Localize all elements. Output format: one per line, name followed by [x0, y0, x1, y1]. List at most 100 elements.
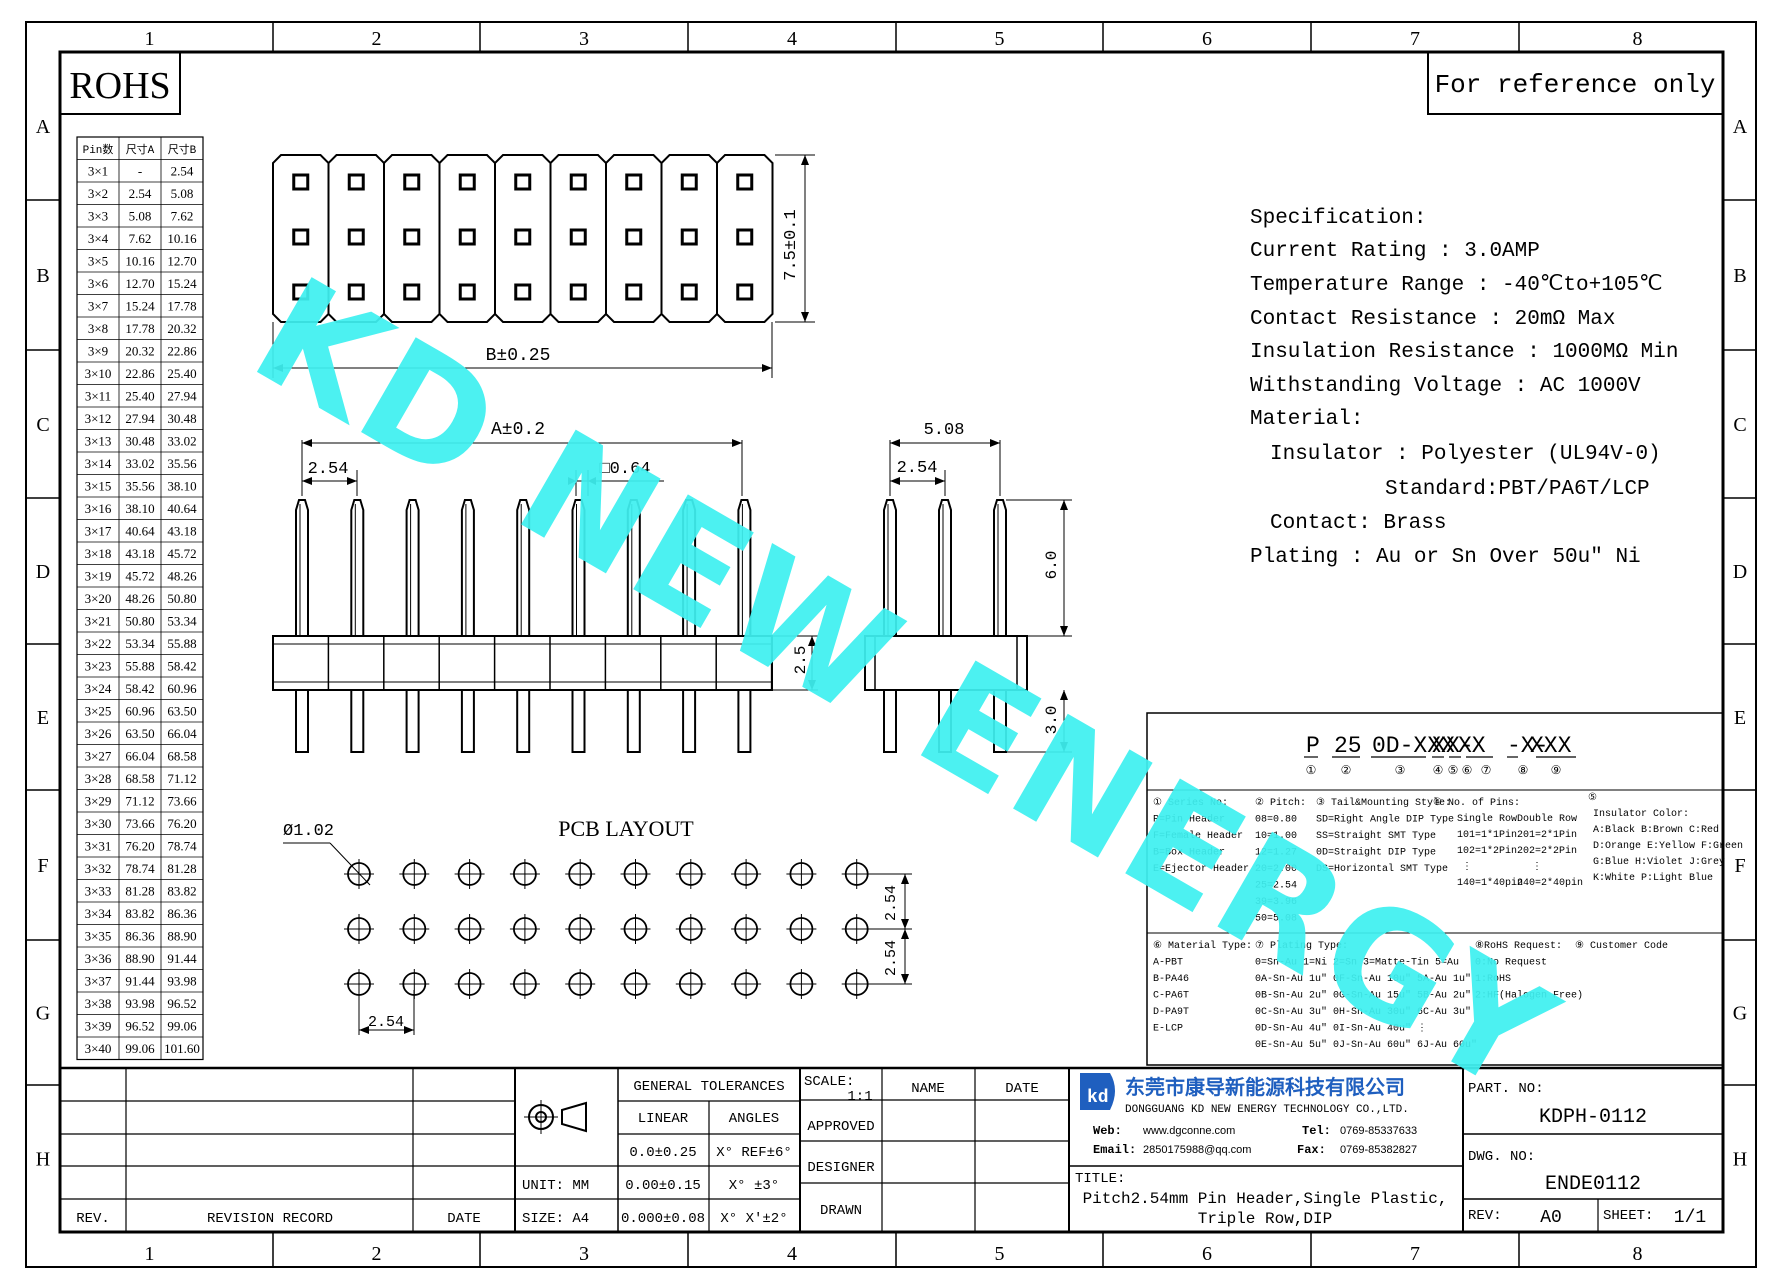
table-cell: 3×23 [85, 659, 112, 674]
dim-body-h: 2.5 [792, 646, 810, 675]
pin-square [403, 228, 421, 246]
col-label-bottom: 8 [1633, 1243, 1643, 1265]
spec-insulator: Insulator : Polyester (UL94V-0) [1270, 443, 1661, 466]
table-cell: 43.18 [167, 524, 196, 539]
pin-square [736, 283, 754, 301]
part-code-number: ③ [1395, 764, 1406, 778]
dim-b: B±0.25 [486, 346, 551, 366]
table-cell: 88.90 [167, 929, 196, 944]
col-label-bottom: 5 [995, 1243, 1005, 1265]
table-cell: 99.06 [167, 1019, 197, 1034]
table-cell: 38.10 [167, 479, 196, 494]
table-cell: 22.86 [125, 366, 155, 381]
row-label-left: D [36, 561, 50, 583]
pin-square [680, 283, 698, 301]
legend-tail: SS=Straight SMT Type [1316, 830, 1436, 842]
row-label-left: E [37, 707, 49, 729]
company-logo-text: kd [1087, 1088, 1109, 1108]
scale-label: SCALE: [804, 1074, 854, 1090]
col-label-top: 8 [1633, 28, 1643, 50]
tel-label: Tel: [1302, 1124, 1331, 1138]
table-cell: 45.72 [125, 569, 154, 584]
rohs-box [59, 51, 181, 115]
table-cell: 38.10 [125, 501, 154, 516]
designer-label: DESIGNER [807, 1160, 875, 1176]
legend-material: A-PBT [1153, 958, 1183, 969]
row-label-right: H [1733, 1149, 1747, 1171]
legend-pitch: 10=1.00 [1255, 831, 1297, 842]
pin-square [458, 173, 476, 191]
table-cell: 40.64 [125, 524, 155, 539]
legend-color: K:White P:Light Blue [1593, 872, 1713, 884]
table-cell: 3×2 [88, 186, 108, 201]
table-cell: 99.06 [125, 1041, 155, 1056]
legend-series: ① Series No: [1153, 797, 1228, 809]
part-code-number: ① [1306, 764, 1317, 778]
table-cell: 91.44 [125, 974, 155, 989]
table-cell: 91.44 [167, 951, 197, 966]
table-cell: 76.20 [125, 839, 154, 854]
table-cell: 40.64 [167, 501, 197, 516]
table-cell: 27.94 [167, 389, 197, 404]
legend-pins: 240=2*40pin [1517, 877, 1583, 889]
spec-current: Current Rating : 3.0AMP [1250, 240, 1540, 263]
dim-pcb-pitch-y2: 2.54 [883, 940, 900, 976]
pin-square [569, 283, 587, 301]
table-cell: 68.58 [125, 771, 154, 786]
tol-angle-1: X° REF±6° [716, 1145, 792, 1161]
tol-linear-1: 0.0±0.25 [629, 1145, 696, 1161]
title-label: TITLE: [1075, 1171, 1125, 1187]
legend-pitch: 39=3.96 [1255, 897, 1297, 908]
legend-plating: 0D-Sn-Au 4u" 0I-Sn-Au 40u" ⋮ [1255, 1023, 1427, 1035]
tol-linear-2: 0.00±0.15 [625, 1178, 701, 1194]
part-code-number: ⑥ [1462, 764, 1473, 778]
legend-rohs: 1:RoHS [1475, 974, 1511, 985]
table-cell: 3×16 [85, 501, 112, 516]
dim-pin-size: □0.64 [599, 460, 650, 479]
row-label-left: B [36, 265, 49, 287]
table-cell: 5.08 [171, 186, 194, 201]
pin-square [292, 173, 310, 191]
legend-pitch: ② Pitch: [1255, 797, 1306, 809]
legend-tail: DS=Horizontal SMT Type [1316, 863, 1448, 875]
part-code-segment: XX [1458, 733, 1486, 759]
legend-pitch: 25=2.54 [1255, 881, 1297, 892]
approved-label: APPROVED [807, 1119, 874, 1135]
table-cell: 3×28 [85, 771, 112, 786]
part-no: KDPH-0112 [1539, 1106, 1647, 1129]
part-code-segment: X- [1446, 733, 1474, 759]
table-cell: 33.02 [167, 434, 196, 449]
table-cell: 2.54 [171, 164, 194, 179]
table-cell: 58.42 [167, 659, 196, 674]
table-cell: 45.72 [167, 546, 196, 561]
pin-upper [682, 499, 697, 636]
pin-square [569, 173, 587, 191]
legend-plating: 0C-Sn-Au 3u" 0H-Sn-Au 30u" 6C-Au 3u" [1255, 1006, 1471, 1018]
col-label-top: 1 [145, 28, 155, 50]
table-header: 尺寸B [168, 142, 197, 157]
legend-customer: ⑨ Customer Code [1575, 940, 1668, 952]
pin-upper [295, 499, 309, 636]
col-label-top: 4 [787, 28, 797, 50]
pin-cell [383, 154, 441, 323]
pin-square [458, 228, 476, 246]
legend-pins: 140=1*40pin [1457, 877, 1523, 889]
dim-pin-top: 6.0 [1043, 551, 1061, 580]
table-header: Pin数 [83, 143, 114, 157]
legend-material: D-PA9T [1153, 1007, 1189, 1018]
side-pin-lower [938, 690, 952, 753]
table-cell: 3×32 [85, 861, 112, 876]
part-code-segment: -X- [1507, 733, 1548, 759]
pin-cell [494, 154, 552, 323]
legend-rohs: ⑧RoHS Request: [1475, 940, 1562, 952]
table-cell: 25.40 [167, 366, 196, 381]
table-cell: 3×13 [85, 434, 112, 449]
legend-pitch: 12=1.27 [1255, 848, 1297, 859]
legend-color: G:Blue H:Violet J:Grey [1593, 856, 1725, 868]
dim-pcb-hole: Ø1.02 [283, 822, 334, 841]
table-cell: 3×27 [85, 749, 112, 764]
row-label-left: F [37, 855, 48, 877]
table-cell: 3×31 [85, 839, 112, 854]
